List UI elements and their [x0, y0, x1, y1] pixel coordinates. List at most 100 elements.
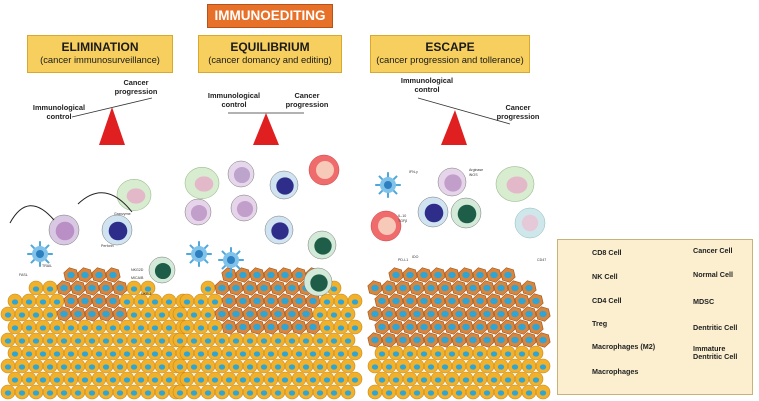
balance-elimination: [71, 97, 153, 145]
normal-cell: [172, 384, 188, 400]
normal-cell: [28, 332, 44, 348]
normal-cell: [256, 358, 272, 374]
normal-cell: [444, 371, 460, 387]
normal-cell: [42, 384, 58, 400]
normal-cell: [207, 371, 223, 387]
normal-cell: [77, 345, 93, 361]
normal-cell: [312, 384, 328, 400]
normal-cell: [340, 332, 356, 348]
cancer-cell: [402, 267, 418, 283]
cancer-cell: [214, 280, 230, 296]
normal-cell: [126, 358, 142, 374]
normal-cell: [333, 293, 349, 309]
normal-cell: [186, 332, 202, 348]
cancer-cell: [77, 293, 93, 309]
normal-cell: [493, 358, 509, 374]
normal-cell: [263, 371, 279, 387]
cancer-cell: [423, 280, 439, 296]
normal-cell: [214, 358, 230, 374]
label-cancer-progression: Cancer progression: [285, 91, 329, 109]
normal-cell: [140, 384, 156, 400]
normal-cell: [140, 280, 156, 296]
cancer-cell: [458, 293, 474, 309]
normal-cell: [84, 384, 100, 400]
normal-cell: [263, 345, 279, 361]
cancer-cell: [228, 280, 244, 296]
cancer-cell: [305, 293, 321, 309]
cancer-cell: [270, 280, 286, 296]
normal-cell: [0, 358, 16, 374]
normal-cell: [21, 345, 37, 361]
cancer-cell: [235, 293, 251, 309]
cancer-cell: [291, 319, 307, 335]
normal-cell: [21, 319, 37, 335]
normal-cell: [14, 384, 30, 400]
cancer-cell: [437, 306, 453, 322]
cancer-cell: [367, 306, 383, 322]
legend-panel: CD8 Cell NK Cell CD4 Cell Treg Macrophag…: [557, 239, 753, 395]
cancer-cell: [388, 293, 404, 309]
cancer-cell: [416, 319, 432, 335]
cancer-cell: [465, 306, 481, 322]
normal-cell: [521, 384, 537, 400]
normal-cell: [458, 371, 474, 387]
cancer-cell: [430, 293, 446, 309]
normal-cell: [249, 371, 265, 387]
cancer-cell: [277, 267, 293, 283]
immune-cells: [9, 154, 546, 297]
label-nkr1: NKR-1: [141, 292, 152, 296]
normal-cell: [521, 358, 537, 374]
cancer-cell: [298, 306, 314, 322]
cancer-cell: [381, 306, 397, 322]
cancer-cell: [493, 332, 509, 348]
normal-cell: [333, 319, 349, 335]
normal-cell: [7, 371, 23, 387]
mdsc-cell: [514, 207, 546, 239]
label-cd47: CD47: [537, 258, 547, 262]
legend-label: CD4 Cell: [592, 296, 622, 305]
cancer-cell: [486, 267, 502, 283]
normal-cell: [347, 371, 363, 387]
phase-box-elimination: ELIMINATION (cancer immunosurveillance): [27, 35, 173, 73]
normal-cell: [277, 371, 293, 387]
normal-cell: [486, 345, 502, 361]
legend-label: CD8 Cell: [592, 248, 622, 257]
tissue-escape: [367, 267, 551, 400]
normal-cell: [528, 371, 544, 387]
normal-cell: [49, 293, 65, 309]
cancer-cell: [112, 306, 128, 322]
normal-cell: [270, 384, 286, 400]
cancer-cell: [472, 319, 488, 335]
normal-cell: [423, 358, 439, 374]
legend-label: NK Cell: [592, 272, 618, 281]
cancer-cell: [521, 332, 537, 348]
normal-cell: [228, 332, 244, 348]
normal-cell: [126, 384, 142, 400]
cancer-cell: [249, 293, 265, 309]
normal-cell: [133, 319, 149, 335]
normal-cell: [28, 358, 44, 374]
label-immunological-control: Immunological control: [400, 76, 454, 94]
normal-cell: [207, 319, 223, 335]
label-cancer-progression: Cancer progression: [496, 103, 540, 121]
cancer-cell: [395, 332, 411, 348]
normal-cell: [298, 358, 314, 374]
normal-cell: [514, 345, 530, 361]
normal-cell: [112, 384, 128, 400]
cd4-cell: [184, 198, 212, 226]
treg-cell: [370, 210, 402, 242]
cancer-cell: [409, 332, 425, 348]
normal-cell: [249, 345, 265, 361]
normal-cell: [298, 332, 314, 348]
normal-cell: [437, 358, 453, 374]
cancer-cell: [409, 306, 425, 322]
normal-cell: [374, 371, 390, 387]
cancer-cell: [451, 280, 467, 296]
cancer-cell: [388, 267, 404, 283]
normal-cell: [14, 306, 30, 322]
normal-cell: [479, 384, 495, 400]
normal-cell: [0, 384, 16, 400]
normal-cell: [242, 332, 258, 348]
normal-cell: [193, 371, 209, 387]
cancer-cell: [91, 267, 107, 283]
